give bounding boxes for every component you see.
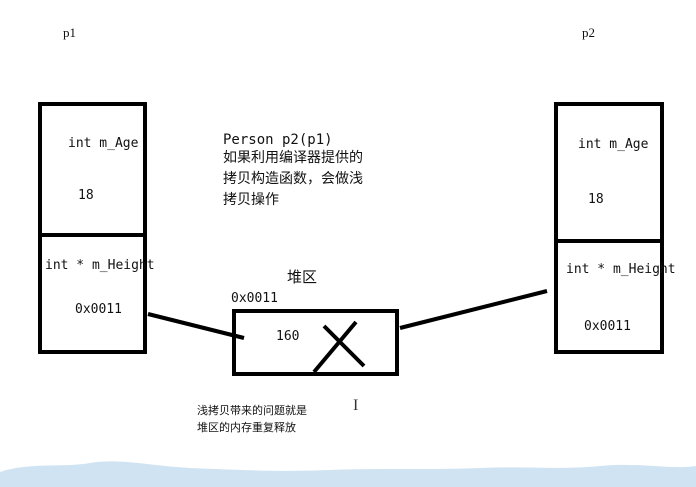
- note-line-4: 拷贝操作: [223, 192, 279, 208]
- bottom-decoration: [0, 461, 696, 487]
- p1-field-age: int m_Age: [68, 136, 139, 151]
- problem-note-line-2: 堆区的内存重复释放: [197, 421, 296, 434]
- p1-title: p1: [63, 25, 76, 40]
- p1-to-heap-arrow: [147, 312, 245, 340]
- p1-divider: [38, 233, 147, 237]
- p1-field-height: int * m_Height: [45, 258, 155, 273]
- p2-object-box: [554, 102, 664, 354]
- delete-mark-stroke-1: [322, 324, 366, 368]
- text-cursor-icon: I: [353, 397, 359, 414]
- copy-constructor-call: Person p2(p1): [223, 132, 333, 148]
- heap-address: 0x0011: [231, 291, 278, 306]
- p2-divider: [554, 239, 664, 243]
- note-line-2: 如果利用编译器提供的: [223, 150, 363, 166]
- p2-field-age: int m_Age: [578, 137, 649, 152]
- p2-field-height: int * m_Height: [566, 262, 676, 277]
- p1-value-age: 18: [78, 188, 94, 203]
- problem-note-line-1: 浅拷贝带来的问题就是: [197, 404, 307, 417]
- heap-memory-box: [232, 309, 399, 376]
- note-line-3: 拷贝构造函数，会做浅: [223, 171, 363, 187]
- heap-value: 160: [276, 329, 300, 344]
- p2-value-age: 18: [588, 192, 604, 207]
- p1-value-height: 0x0011: [75, 302, 122, 317]
- p2-value-height: 0x0011: [584, 319, 631, 334]
- p2-title: p2: [582, 25, 595, 40]
- p2-to-heap-arrow: [399, 289, 548, 330]
- delete-mark-stroke-2: [312, 320, 358, 374]
- heap-label: 堆区: [287, 268, 318, 286]
- p1-object-box: [38, 102, 147, 354]
